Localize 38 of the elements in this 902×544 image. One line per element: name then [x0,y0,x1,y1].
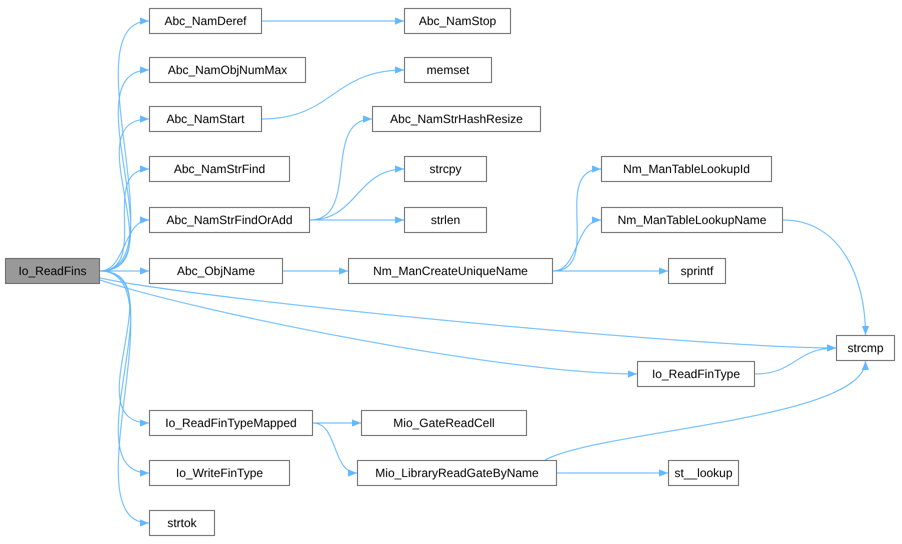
function-box: Abc_NamDeref [149,8,262,34]
function-box: Io_ReadFinType [637,361,755,387]
function-box: Io_ReadFins [5,258,100,284]
function-box: Nm_ManTableLookupId [601,156,772,182]
function-box: sprintf [668,258,726,284]
arrow [552,218,602,272]
arrow [556,469,668,477]
arrow [310,216,404,224]
function-box: Io_ReadFinTypeMapped [149,410,313,436]
arrow [100,280,638,378]
function-box: strcpy [404,156,487,182]
function-box: Mio_LibraryReadGateByName [357,460,557,486]
function-box: strcmp [836,335,895,361]
function-box: Nm_ManTableLookupName [601,207,783,233]
arrow [100,218,150,272]
function-box: st__lookup [668,460,739,486]
arrow [282,267,348,275]
function-box: strtok [149,510,215,536]
arrow [544,360,866,460]
function-box: Abc_NamObjNumMax [149,57,306,83]
function-box: Abc_ObjName [149,258,283,284]
function-box: strlen [404,207,487,233]
arrow [100,270,150,524]
function-box: Abc_NamStrFindOrAdd [149,207,310,233]
function-box: Nm_ManCreateUniqueName [348,258,553,284]
function-box: Abc_NamStrFind [149,156,290,182]
arrow [262,66,404,120]
arrow [312,422,358,475]
arrow [782,220,869,336]
function-box: Abc_NamStrHashResize [372,106,541,132]
arrow [754,344,836,374]
arrow [262,17,404,25]
function-box: Mio_GateReadCell [361,410,527,436]
function-box: Abc_NamStart [149,106,262,132]
arrow [552,267,668,275]
function-box: memset [404,57,492,83]
function-box: Io_WriteFinType [149,460,290,486]
function-box: Abc_NamStop [404,8,511,34]
